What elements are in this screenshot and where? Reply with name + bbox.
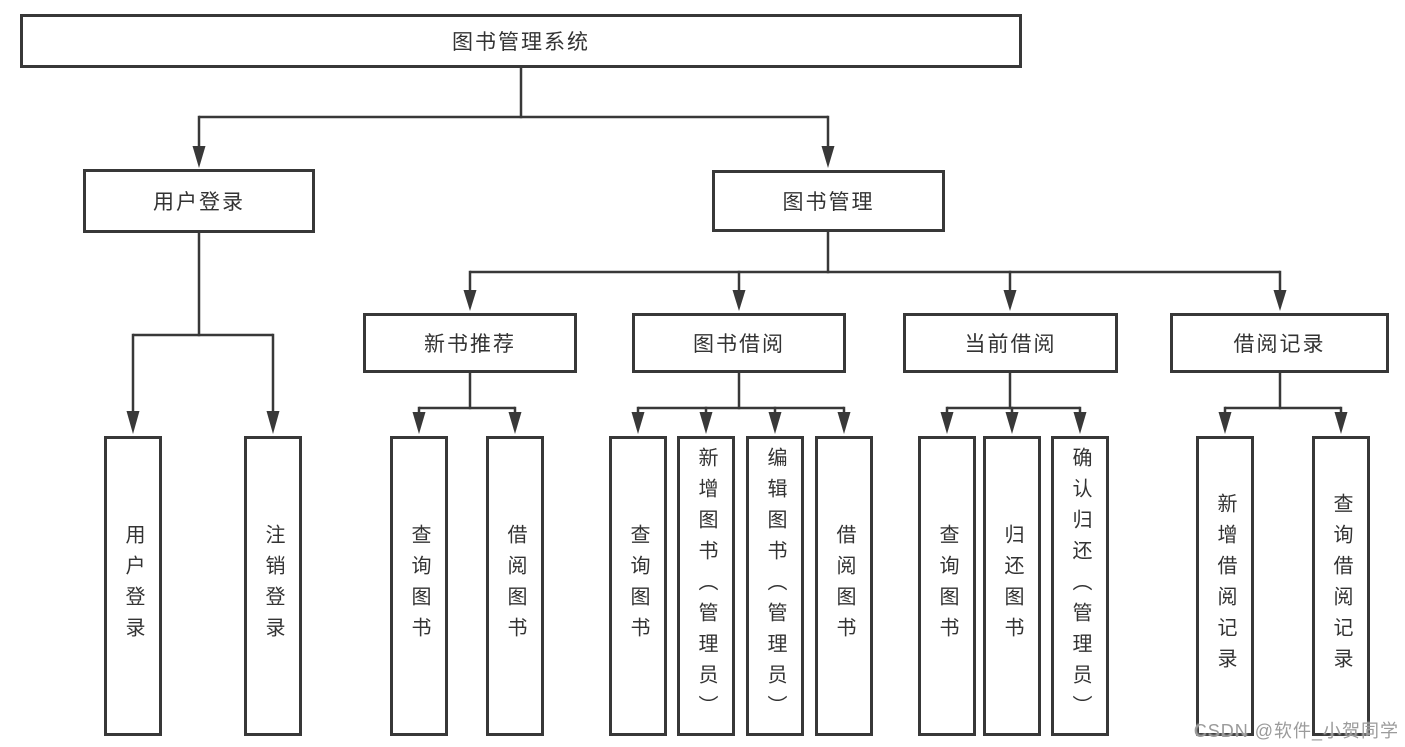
- arrow-down-icon: [1005, 412, 1019, 434]
- watermark-text: CSDN @软件_小贺同学: [1193, 721, 1399, 741]
- arrow-down-icon: [732, 290, 746, 311]
- connector-current-borrow-to-leaves: [940, 372, 1087, 434]
- node-user-login: 用户登录: [83, 169, 315, 233]
- leaf-add-books-admin: 新增图书（管理员）: [677, 436, 735, 736]
- arrow-down-icon: [266, 411, 280, 434]
- leaf-label: 编辑图书（管理员）: [764, 446, 786, 726]
- leaf-confirm-return-admin: 确认归还（管理员）: [1051, 436, 1109, 736]
- leaf-user-login: 用户登录: [104, 436, 162, 736]
- leaf-edit-books-admin: 编辑图书（管理员）: [746, 436, 804, 736]
- arrow-down-icon: [1218, 412, 1232, 434]
- leaf-logout: 注销登录: [244, 436, 302, 736]
- leaf-borrow-books: 借阅图书: [815, 436, 873, 736]
- connector-book-borrow-to-leaves: [631, 372, 851, 434]
- connector-borrow-records-to-leaves: [1218, 372, 1348, 434]
- leaf-query-borrow-record: 查询借阅记录: [1312, 436, 1370, 736]
- leaf-label: 新增图书（管理员）: [695, 446, 717, 726]
- arrow-down-icon: [837, 412, 851, 434]
- arrow-down-icon: [768, 412, 782, 434]
- node-book-management: 图书管理: [712, 170, 945, 232]
- leaf-label: 查询图书: [936, 524, 958, 648]
- arrow-down-icon: [1273, 290, 1287, 311]
- leaf-label: 注销登录: [262, 524, 284, 648]
- leaf-label: 查询借阅记录: [1330, 493, 1352, 679]
- leaf-label: 归还图书: [1001, 524, 1023, 648]
- leaf-query-books-borrow: 查询图书: [609, 436, 667, 736]
- leaf-query-books-current: 查询图书: [918, 436, 976, 736]
- leaf-label: 新增借阅记录: [1214, 493, 1236, 679]
- connector-user-login-to-leaves: [126, 232, 280, 434]
- node-new-book-recommend: 新书推荐: [363, 313, 577, 373]
- connector-root-to-level2: [192, 67, 835, 168]
- leaf-borrow-books-recommend: 借阅图书: [486, 436, 544, 736]
- leaf-label: 查询图书: [408, 524, 430, 648]
- connector-book-management-to-level3: [463, 231, 1287, 311]
- arrow-down-icon: [1334, 412, 1348, 434]
- arrow-down-icon: [631, 412, 645, 434]
- leaf-label: 借阅图书: [833, 524, 855, 648]
- arrow-down-icon: [126, 411, 140, 434]
- leaf-label: 查询图书: [627, 524, 649, 648]
- leaf-return-books: 归还图书: [983, 436, 1041, 736]
- leaf-label: 确认归还（管理员）: [1069, 446, 1091, 726]
- arrow-down-icon: [463, 290, 477, 311]
- leaf-label: 借阅图书: [504, 524, 526, 648]
- arrow-down-icon: [1003, 290, 1017, 311]
- arrow-down-icon: [412, 412, 426, 434]
- arrow-down-icon: [508, 412, 522, 434]
- arrow-down-icon: [821, 146, 835, 168]
- leaf-label: 用户登录: [122, 524, 144, 648]
- arrow-down-icon: [192, 146, 206, 168]
- arrow-down-icon: [1073, 412, 1087, 434]
- leaf-query-books-recommend: 查询图书: [390, 436, 448, 736]
- node-system-root: 图书管理系统: [20, 14, 1022, 68]
- arrow-down-icon: [940, 412, 954, 434]
- connector-new-book-recommend-to-leaves: [412, 372, 522, 434]
- leaf-add-borrow-record: 新增借阅记录: [1196, 436, 1254, 736]
- node-borrow-records: 借阅记录: [1170, 313, 1389, 373]
- node-book-borrow: 图书借阅: [632, 313, 846, 373]
- node-current-borrow: 当前借阅: [903, 313, 1118, 373]
- arrow-down-icon: [699, 412, 713, 434]
